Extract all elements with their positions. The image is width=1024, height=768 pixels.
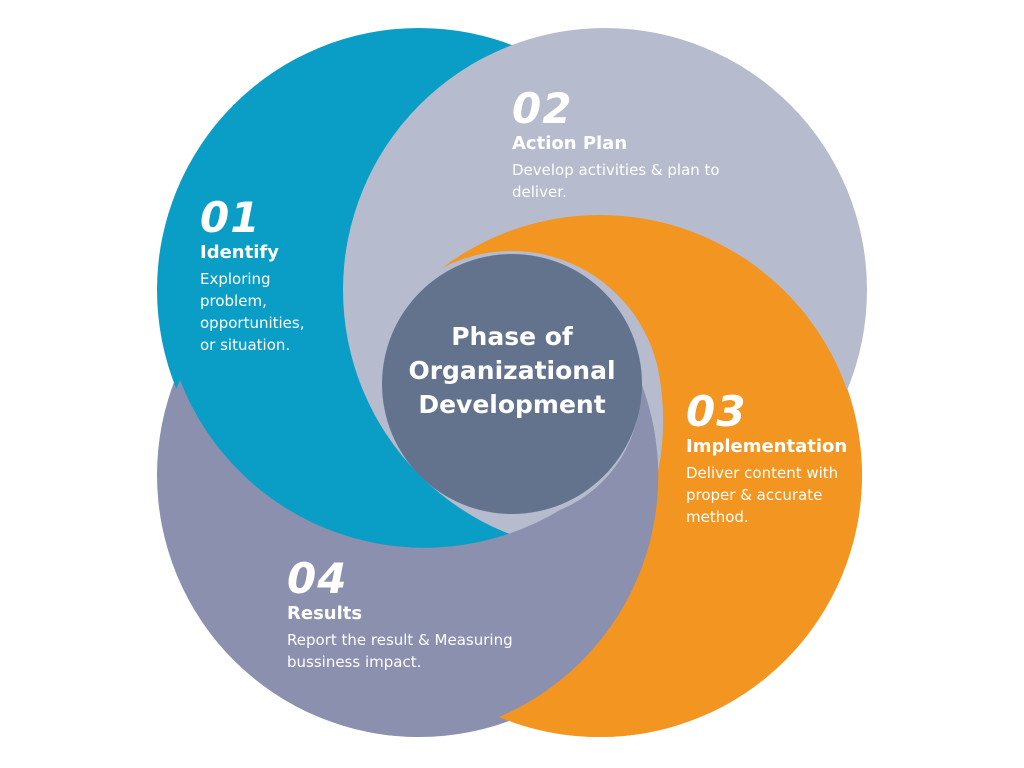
phase-02-desc-line: Develop activities & plan to	[512, 161, 720, 179]
phase-01-desc-line: problem,	[200, 292, 267, 310]
phase-03-number: 03	[686, 387, 747, 436]
center-title-line-3: Development	[418, 390, 606, 419]
phase-02-number: 02	[512, 84, 573, 133]
phase-03-title: Implementation	[686, 436, 848, 457]
phase-01-desc-line: opportunities,	[200, 314, 305, 332]
phase-04-desc-line: Report the result & Measuring	[287, 631, 513, 649]
phase-02-title: Action Plan	[512, 133, 628, 154]
phase-03-description: Deliver content with proper & accurate m…	[686, 462, 866, 528]
phase-01-number: 01	[200, 193, 261, 242]
phase-01-title: Identify	[200, 242, 279, 263]
phase-01-description: Exploring problem, opportunities, or sit…	[200, 268, 330, 356]
phase-03-block: 03 Implementation Deliver content with p…	[686, 390, 866, 528]
phase-01-block: 01 Identify Exploring problem, opportuni…	[200, 196, 330, 356]
phase-04-desc-line: bussiness impact.	[287, 653, 422, 671]
phase-04-description: Report the result & Measuring bussiness …	[287, 629, 577, 673]
phase-04-overlap	[158, 380, 659, 737]
phase-03-desc-line: Deliver content with	[686, 464, 839, 482]
phase-03-overlap	[436, 214, 862, 738]
center-title: Phase of Organizational Development	[384, 320, 640, 422]
phase-02-block: 02 Action Plan Develop activities & plan…	[512, 87, 772, 203]
phase-04-number: 04	[287, 554, 348, 603]
phase-01-desc-line: or situation.	[200, 336, 291, 354]
phase-04-block: 04 Results Report the result & Measuring…	[287, 557, 577, 673]
center-title-line-1: Phase of	[451, 322, 573, 351]
center-title-line-2: Organizational	[408, 356, 616, 385]
phase-04-title: Results	[287, 603, 363, 624]
phase-02-description: Develop activities & plan to deliver.	[512, 159, 772, 203]
phase-02-desc-line: deliver.	[512, 183, 567, 201]
phase-03-desc-line: proper & accurate	[686, 486, 823, 504]
center-circle	[382, 254, 642, 514]
phase-01-desc-line: Exploring	[200, 270, 271, 288]
phase-03-desc-line: method.	[686, 508, 749, 526]
